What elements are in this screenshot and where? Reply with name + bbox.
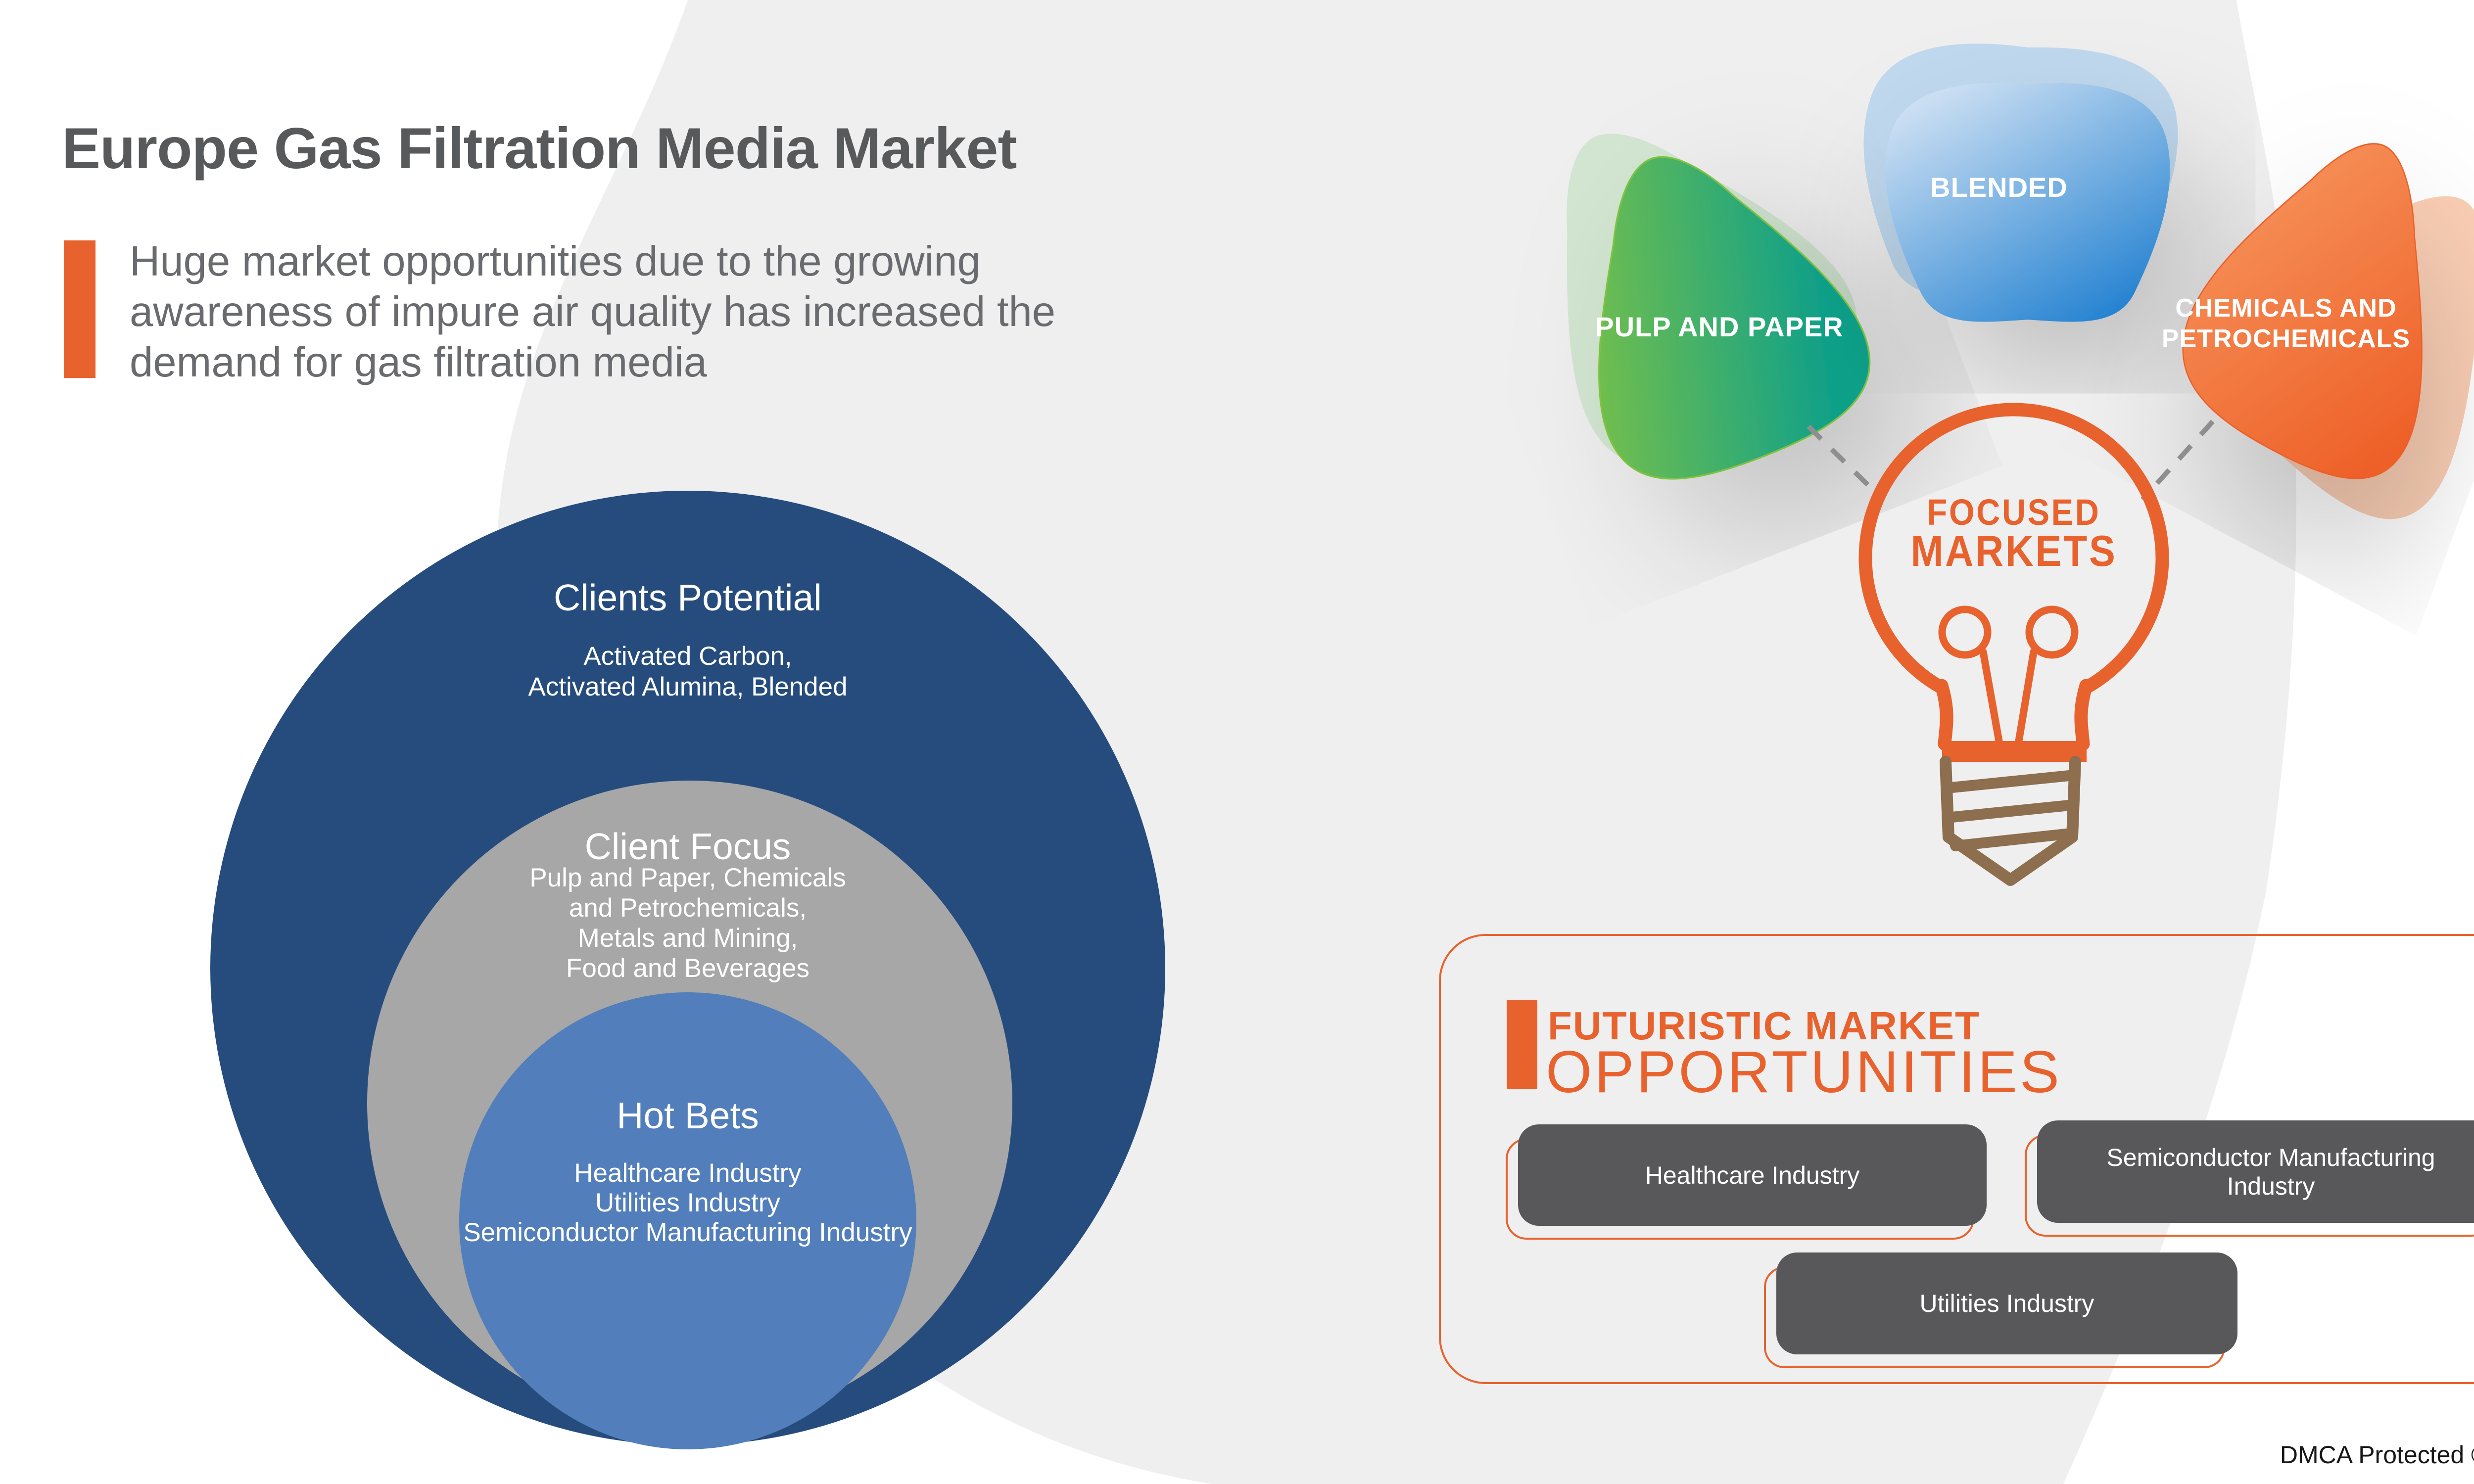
venn-outer-item: Activated Carbon, [583,642,792,671]
venn-middle-item: and Petrochemicals, [569,893,807,923]
venn-outer-title: Clients Potential [554,577,822,618]
bulb-base [1940,756,2081,886]
dashed-connector-left [1807,424,1882,499]
bulb-neck [1942,741,2087,762]
page-title: Europe Gas Filtration Media Market [62,116,1017,181]
opportunity-button-label: Utilities Industry [1776,1252,2237,1354]
bulb-label-focused: FOCUSED [1927,492,2101,533]
pick-chemicals-petrochemicals [2182,143,2423,479]
dashed-connector-right [2141,419,2215,502]
venn-inner-item: Healthcare Industry [574,1159,802,1188]
venn-outer-items: Activated Carbon, Activated Alumina, Ble… [193,641,1183,702]
opportunity-button-utilities[interactable]: Utilities Industry [1764,1252,2237,1368]
opportunity-button-label: Healthcare Industry [1518,1124,1987,1226]
venn-inner-items: Healthcare Industry Utilities Industry S… [193,1159,1183,1248]
venn-inner-item: Utilities Industry [595,1188,781,1217]
lightbulb-icon [1858,403,2169,886]
venn-middle-title: Client Focus [584,826,791,867]
venn-middle-item: Food and Beverages [566,954,810,983]
venn-outer-item: Activated Alumina, Blended [528,672,848,701]
venn-circle-hot-bets [459,992,916,1449]
market-label-chemicals-line: CHEMICALS AND [2175,294,2397,323]
subtitle-accent-bar [64,240,95,378]
subtitle-line: demand for gas filtration media [130,339,708,386]
market-label-pulp-and-paper: PULP AND PAPER [1595,311,1844,342]
bulb-label-markets: MARKETS [1910,526,2117,575]
venn-inner-item: Semiconductor Manufacturing Industry [463,1218,912,1247]
opportunities-panel [1439,934,2474,1384]
pick-blended [1885,83,2170,322]
venn-inner-title: Hot Bets [617,1095,759,1136]
market-label-chemicals: CHEMICALS AND PETROCHEMICALS [2133,293,2439,354]
page-subtitle: Huge market opportunities due to the gro… [130,236,1218,388]
opportunities-heading-line1: FUTURISTIC MARKET [1548,1004,1980,1048]
opportunity-button-label: Semiconductor Manufacturing Industry [2037,1120,2474,1223]
opportunity-button-semiconductor[interactable]: Semiconductor Manufacturing Industry [2025,1120,2474,1237]
subtitle-line: awareness of impure air quality has incr… [130,288,1055,335]
venn-middle-items: Pulp and Paper, Chemicals and Petrochemi… [193,863,1183,983]
dmca-copyright-text: DMCA Protected © DataBridge [2280,1441,2474,1469]
venn-middle-item: Pulp and Paper, Chemicals [529,863,846,892]
pick-pulp-and-paper [1598,156,1871,480]
opportunities-heading-line2: OPPORTUNITIES [1546,1039,2062,1105]
market-label-blended: BLENDED [1930,172,2068,203]
opportunity-button-healthcare[interactable]: Healthcare Industry [1506,1124,1987,1240]
opportunities-accent-bar [1507,1000,1537,1089]
venn-middle-item: Metals and Mining, [577,924,798,953]
market-label-chemicals-line: PETROCHEMICALS [2161,325,2411,353]
subtitle-line: Huge market opportunities due to the gro… [130,238,981,285]
bulb-filament [1938,605,2079,745]
